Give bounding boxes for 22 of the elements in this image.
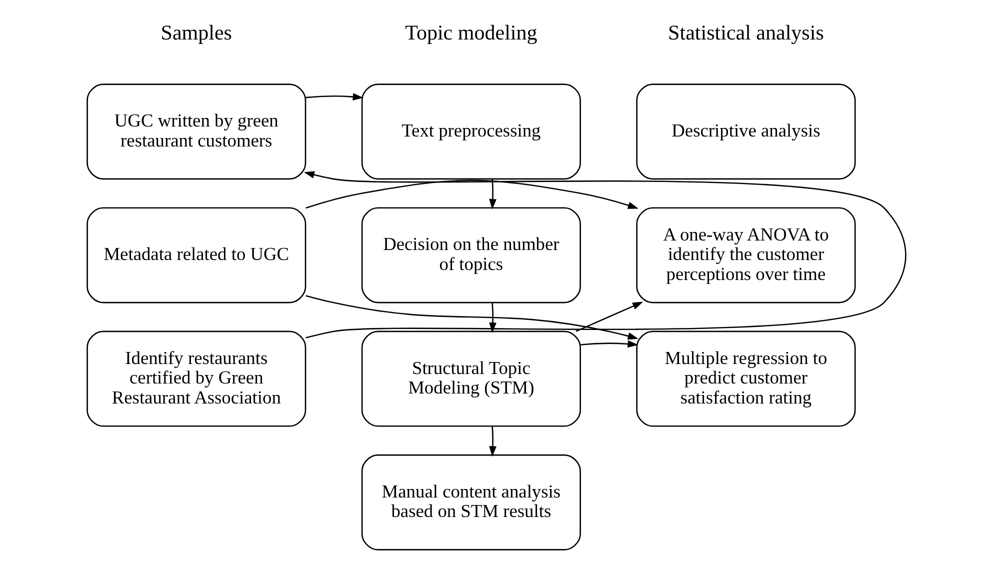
- node-box: Text preprocessing: [360, 84, 580, 180]
- node-box: Descriptive analysis: [636, 84, 856, 180]
- arrow: [580, 340, 638, 348]
- label: Samples: [160, 20, 232, 44]
- node-box: UGC written by green restaurant customers: [86, 84, 306, 180]
- arrow: [305, 93, 363, 100]
- node-box: Decision on the number of topics: [360, 207, 580, 304]
- node-box: Metadata related to UGC: [86, 207, 306, 304]
- label: Topic modeling: [404, 20, 537, 44]
- arrow: [303, 171, 906, 338]
- arrow: [488, 302, 496, 334]
- label: Statistical analysis: [668, 20, 824, 44]
- node-box: Identify restaurants certified by Green Restaurant Association: [86, 330, 306, 427]
- node-box: A one-way ANOVA to identify the customer perceptions over time: [636, 207, 856, 304]
- arrow: [305, 295, 638, 340]
- node-box: Structural Topic Modeling (STM): [360, 330, 580, 427]
- arrow: [488, 178, 496, 210]
- arrow: [305, 180, 638, 209]
- node-box: Manual content analysis based on STM results: [360, 454, 580, 550]
- arrow: [575, 302, 643, 332]
- arrow: [488, 426, 496, 457]
- node-box: Multiple regression to predict customer satisfaction rating: [636, 330, 856, 427]
